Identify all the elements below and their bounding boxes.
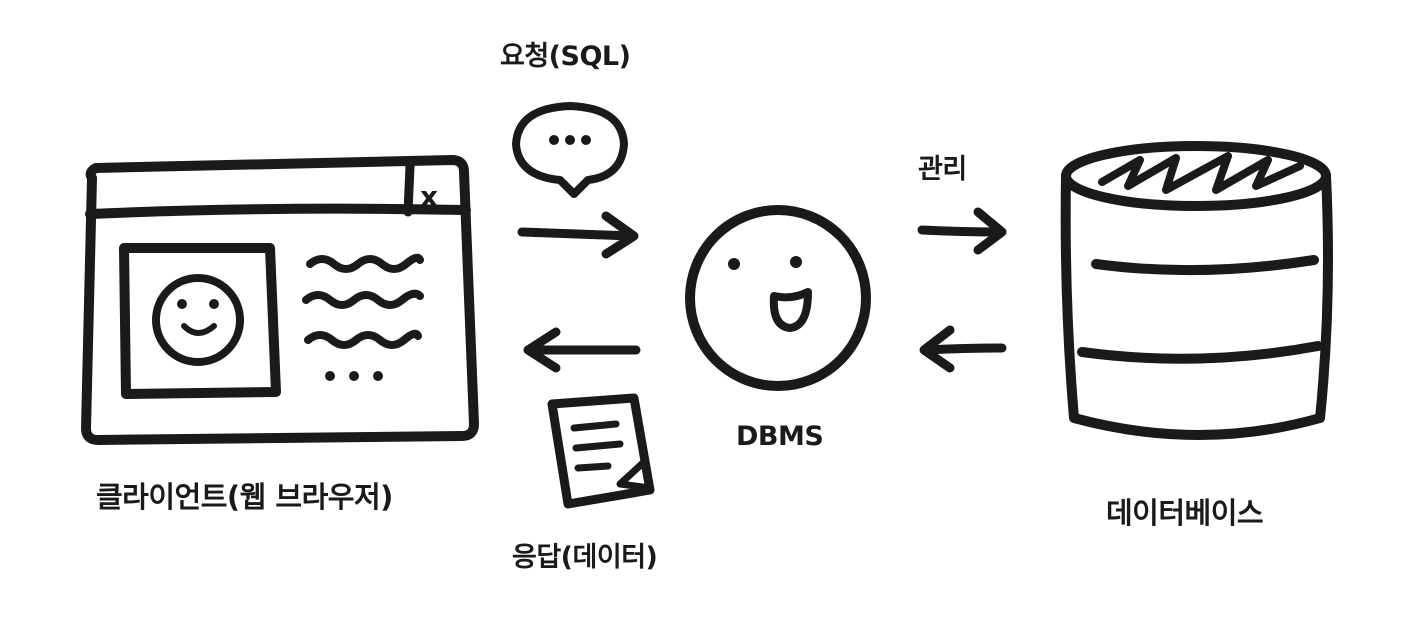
client-label: 클라이언트(웹 브라우저) xyxy=(96,480,393,514)
client-browser-window: x xyxy=(81,155,479,445)
document-icon xyxy=(547,393,655,509)
dbms-face-icon xyxy=(685,205,871,391)
speech-bubble-icon xyxy=(512,102,628,198)
request-arrow xyxy=(517,211,639,259)
response-arrow xyxy=(523,327,641,373)
database-cylinder-icon xyxy=(1060,141,1333,440)
response-label: 응답(데이터) xyxy=(512,542,658,573)
request-label: 요청(SQL) xyxy=(500,41,631,72)
dbms-label: DBMS xyxy=(736,421,824,452)
database-label: 데이터베이스 xyxy=(1106,496,1264,530)
manage-arrow xyxy=(917,207,1007,255)
manage-label: 관리 xyxy=(918,154,967,185)
smiley-face-icon xyxy=(152,274,244,366)
client-image-box xyxy=(119,243,281,399)
close-icon: x xyxy=(420,180,438,213)
return-arrow xyxy=(919,325,1007,373)
text-squiggles-icon xyxy=(302,253,424,381)
